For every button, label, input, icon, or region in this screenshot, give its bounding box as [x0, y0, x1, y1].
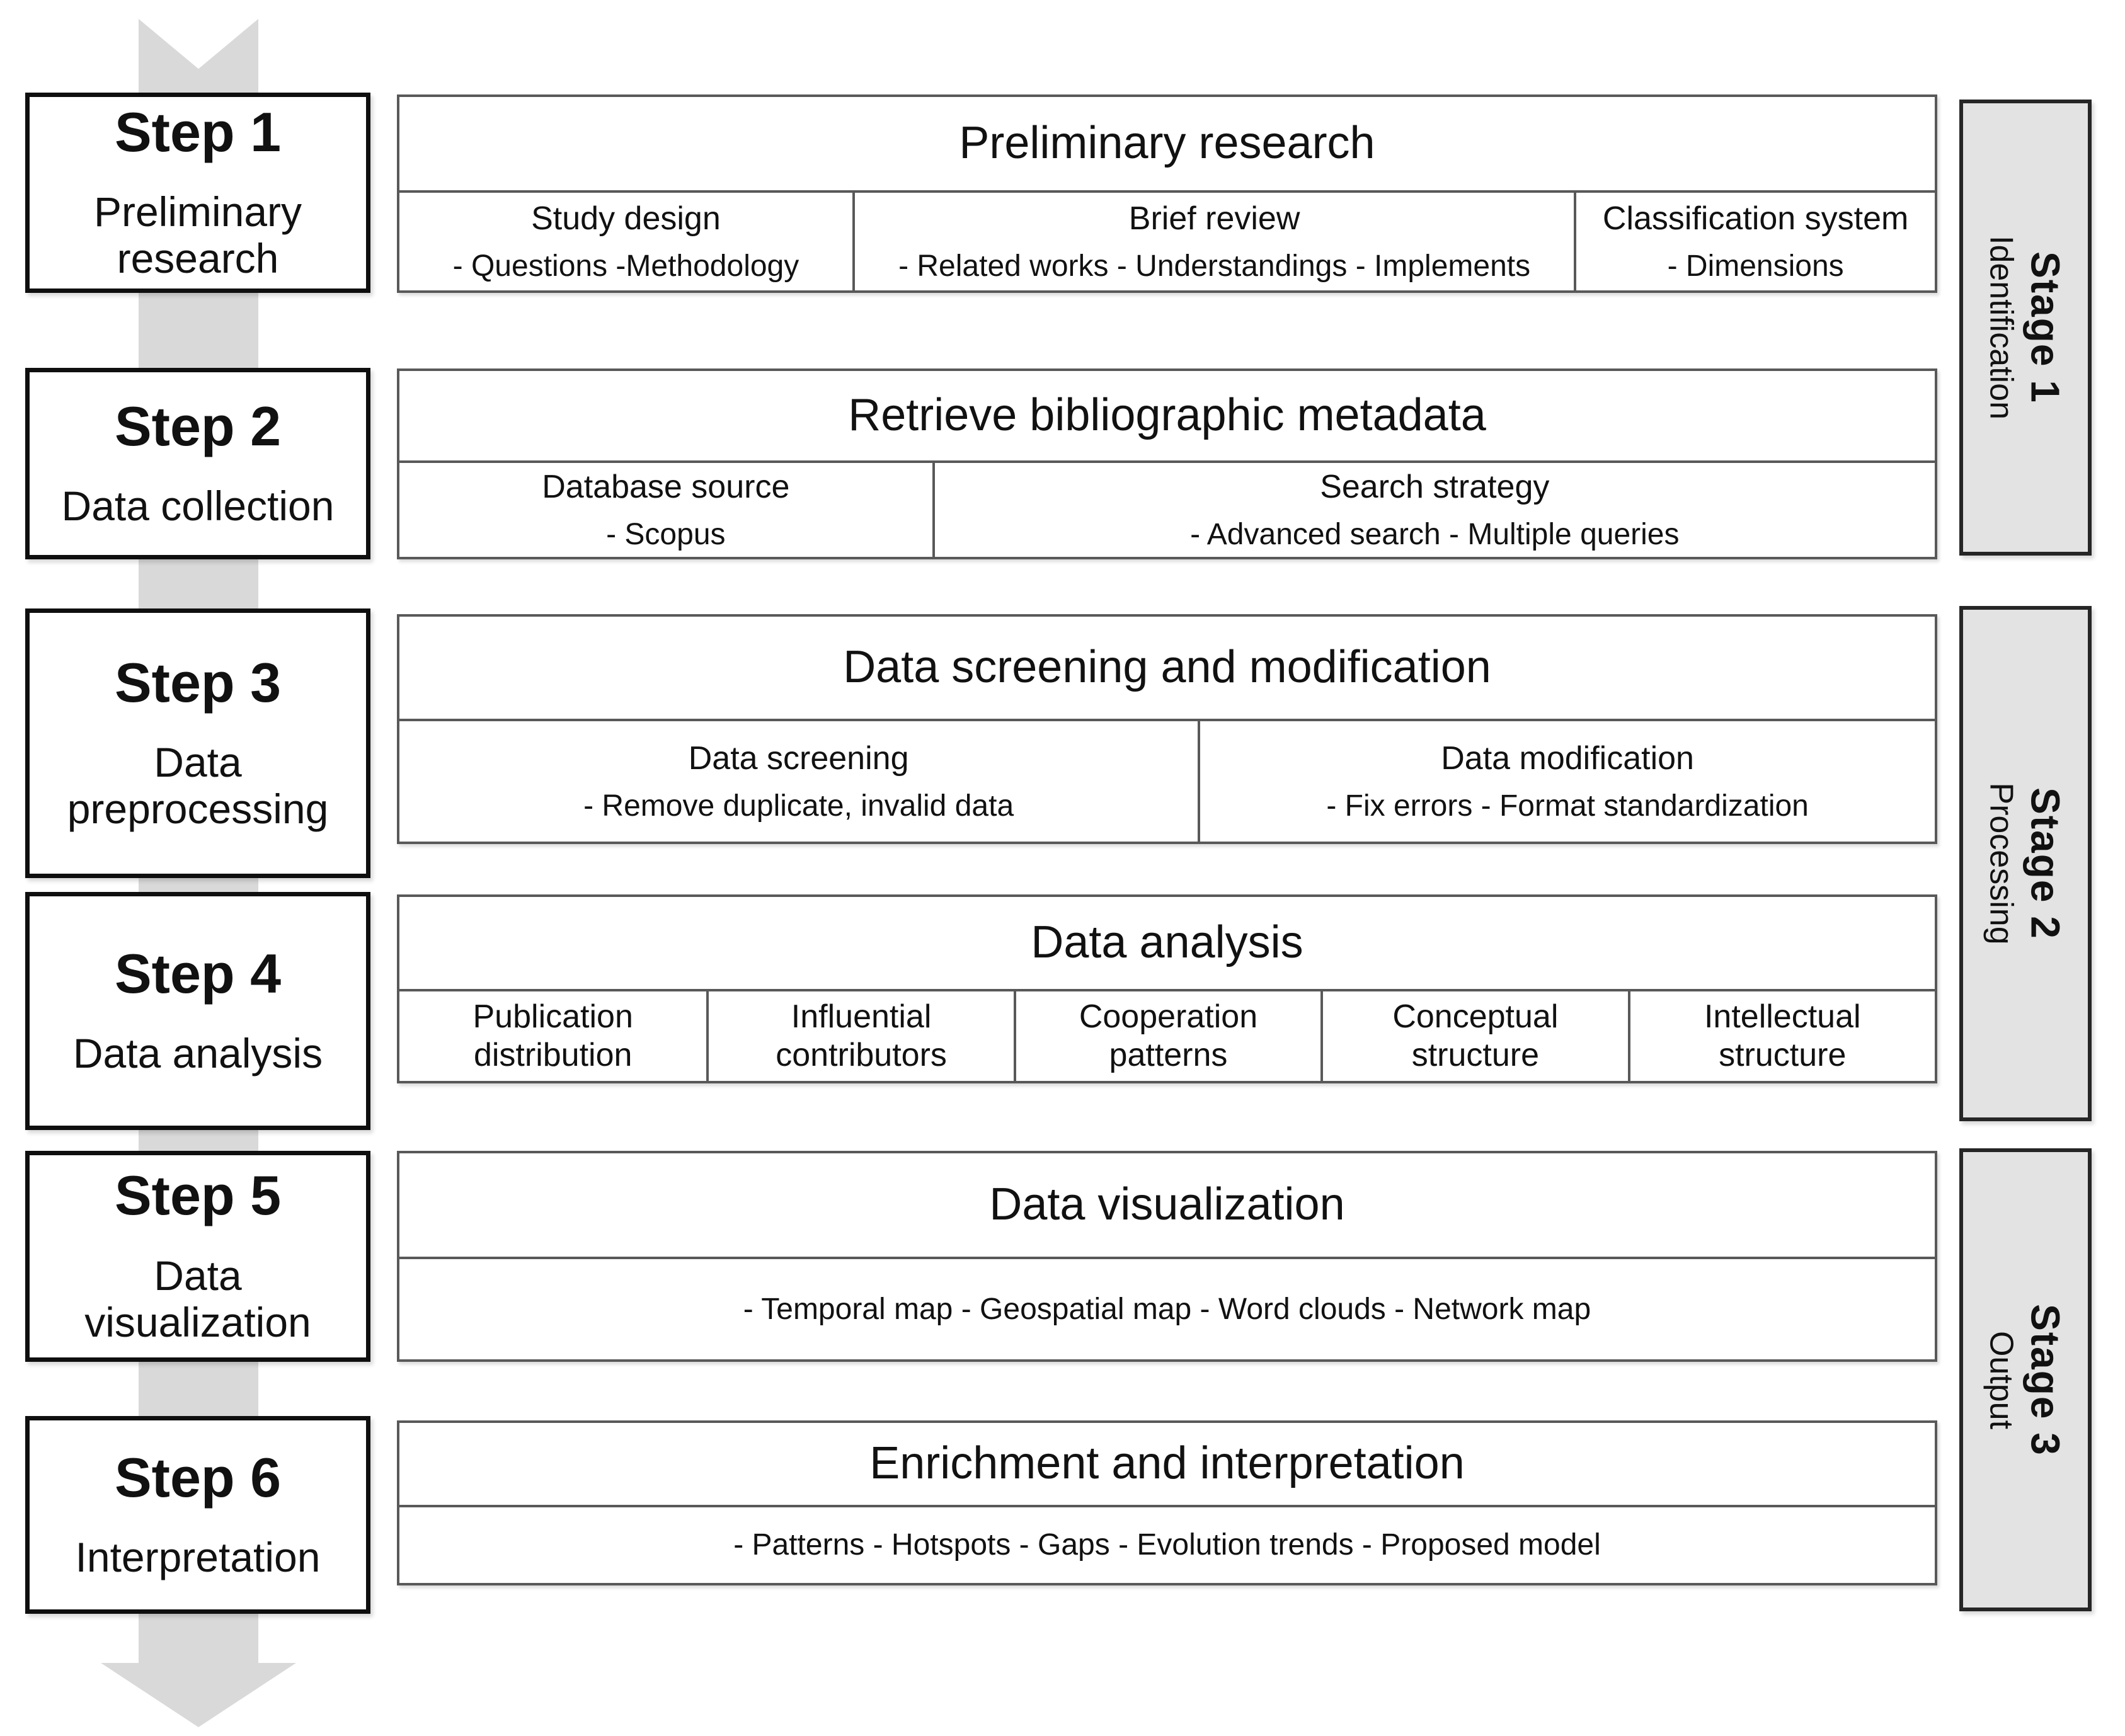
step-1-subtitle: Preliminary research	[93, 188, 302, 282]
cell-intellectual-structure: Intellectual structure	[1627, 991, 1935, 1081]
stage-box-1: Stage 1 Identification	[1959, 100, 2092, 556]
stage-box-2: Stage 2 Processing	[1959, 606, 2092, 1121]
panel-2-header: Retrieve bibliographic metadata	[399, 371, 1935, 463]
down-arrow-top-chevron-icon	[139, 19, 258, 94]
step-3-title: Step 3	[114, 651, 282, 714]
cell-bullets: - Dimensions	[1667, 249, 1844, 283]
panel-retrieve-metadata: Retrieve bibliographic metadata Database…	[397, 368, 1937, 559]
panel-3-header: Data screening and modification	[399, 617, 1935, 721]
step-box-1: Step 1 Preliminary research	[25, 93, 370, 293]
step-box-6: Step 6 Interpretation	[25, 1416, 370, 1614]
step-box-5: Step 5 Data visualization	[25, 1151, 370, 1362]
cell-bullets: - Patterns - Hotspots - Gaps - Evolution…	[733, 1528, 1601, 1562]
cell-publication-distribution: Publication distribution	[399, 991, 706, 1081]
stage-1-title: Stage 1	[2022, 251, 2068, 404]
cell-conceptual-structure: Conceptual structure	[1320, 991, 1627, 1081]
stage-2-subtitle: Processing	[1983, 782, 2020, 945]
cell-title: Study design	[531, 200, 721, 237]
stage-box-3: Stage 3 Output	[1959, 1148, 2092, 1611]
cell-title: Search strategy	[1320, 469, 1550, 506]
panel-4-cells: Publication distribution Influential con…	[399, 991, 1935, 1081]
cell-title: Intellectual structure	[1704, 998, 1861, 1073]
step-5-subtitle: Data visualization	[84, 1252, 311, 1345]
cell-title: Cooperation patterns	[1079, 998, 1258, 1073]
panel-data-analysis: Data analysis Publication distribution I…	[397, 894, 1937, 1083]
cell-title: Publication distribution	[473, 998, 633, 1073]
cell-bullets: - Fix errors - Format standardization	[1326, 789, 1809, 823]
down-arrow-head-icon	[101, 1663, 296, 1727]
cell-data-screening: Data screening - Remove duplicate, inval…	[399, 721, 1198, 842]
cell-search-strategy: Search strategy - Advanced search - Mult…	[932, 463, 1935, 557]
cell-bullets: - Related works - Understandings - Imple…	[898, 249, 1531, 283]
step-6-title: Step 6	[114, 1446, 282, 1509]
panel-4-header: Data analysis	[399, 897, 1935, 991]
step-box-2: Step 2 Data collection	[25, 368, 370, 559]
panel-6-header: Enrichment and interpretation	[399, 1423, 1935, 1507]
step-5-title: Step 5	[114, 1164, 282, 1227]
cell-data-modification: Data modification - Fix errors - Format …	[1198, 721, 1935, 842]
cell-brief-review: Brief review - Related works - Understan…	[852, 193, 1574, 290]
cell-database-source: Database source - Scopus	[399, 463, 932, 557]
stage-1-subtitle: Identification	[1983, 236, 2020, 420]
panel-5-cells: - Temporal map - Geospatial map - Word c…	[399, 1259, 1935, 1359]
cell-study-design: Study design - Questions -Methodology	[399, 193, 852, 290]
cell-influential-contributors: Influential contributors	[706, 991, 1013, 1081]
cell-title: Database source	[542, 469, 790, 506]
step-2-subtitle: Data collection	[61, 483, 335, 530]
cell-title: Influential contributors	[776, 998, 947, 1073]
cell-bullets: - Remove duplicate, invalid data	[583, 789, 1014, 823]
cell-title: Data screening	[688, 740, 909, 777]
panel-2-cells: Database source - Scopus Search strategy…	[399, 463, 1935, 557]
cell-classification-system: Classification system - Dimensions	[1574, 193, 1935, 290]
stage-3-title: Stage 3	[2022, 1303, 2068, 1456]
step-3-subtitle: Data preprocessing	[67, 739, 329, 833]
stage-3-label: Stage 3 Output	[1981, 1304, 2069, 1456]
panel-3-cells: Data screening - Remove duplicate, inval…	[399, 721, 1935, 842]
cell-bullets: - Questions -Methodology	[452, 249, 799, 283]
panel-screening-modification: Data screening and modification Data scr…	[397, 614, 1937, 844]
panel-data-visualization: Data visualization - Temporal map - Geos…	[397, 1151, 1937, 1362]
panel-5-header: Data visualization	[399, 1153, 1935, 1259]
step-2-title: Step 2	[114, 394, 282, 457]
stage-3-subtitle: Output	[1983, 1330, 2020, 1429]
cell-title: Classification system	[1602, 200, 1909, 237]
panel-1-header: Preliminary research	[399, 97, 1935, 193]
step-4-title: Step 4	[114, 942, 282, 1005]
step-box-3: Step 3 Data preprocessing	[25, 608, 370, 878]
stage-1-label: Stage 1 Identification	[1981, 236, 2069, 420]
cell-title: Conceptual structure	[1392, 998, 1559, 1073]
cell-bullets: - Temporal map - Geospatial map - Word c…	[743, 1292, 1591, 1326]
step-6-subtitle: Interpretation	[75, 1534, 321, 1581]
panel-enrichment-interpretation: Enrichment and interpretation - Patterns…	[397, 1420, 1937, 1585]
step-1-title: Step 1	[114, 100, 282, 163]
cell-title: Brief review	[1128, 200, 1300, 237]
cell-visualization-methods: - Temporal map - Geospatial map - Word c…	[399, 1259, 1935, 1359]
cell-bullets: - Scopus	[606, 517, 726, 551]
cell-title: Data modification	[1441, 740, 1694, 777]
step-box-4: Step 4 Data analysis	[25, 892, 370, 1130]
cell-cooperation-patterns: Cooperation patterns	[1013, 991, 1320, 1081]
panel-preliminary-research: Preliminary research Study design - Ques…	[397, 94, 1937, 293]
stage-2-title: Stage 2	[2022, 787, 2068, 940]
cell-bullets: - Advanced search - Multiple queries	[1190, 517, 1680, 551]
panel-1-cells: Study design - Questions -Methodology Br…	[399, 193, 1935, 290]
step-4-subtitle: Data analysis	[72, 1030, 323, 1077]
panel-6-cells: - Patterns - Hotspots - Gaps - Evolution…	[399, 1507, 1935, 1583]
cell-interpretation-outputs: - Patterns - Hotspots - Gaps - Evolution…	[399, 1507, 1935, 1583]
down-arrow-stem	[139, 93, 258, 1664]
stage-2-label: Stage 2 Processing	[1981, 782, 2069, 944]
